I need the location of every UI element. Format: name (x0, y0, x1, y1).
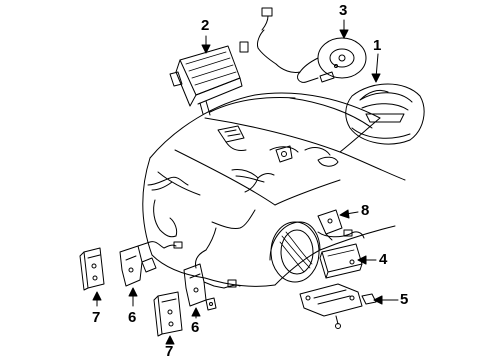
callout-8: 8 (361, 202, 370, 219)
wiring-harness (147, 125, 293, 269)
left-sensor-bracket (79, 247, 105, 291)
rear-sensor-bracket (317, 209, 365, 241)
left-crash-sensor (119, 241, 183, 287)
callout-7-right: 7 (165, 343, 174, 360)
callout-6-right: 6 (191, 319, 200, 336)
callout-3: 3 (339, 2, 348, 19)
leader-lines (92, 19, 399, 345)
right-sensor-bracket (153, 291, 183, 337)
diagnostic-module-shape (319, 243, 363, 279)
vehicle-outline (142, 89, 406, 287)
right-crash-sensor (183, 263, 241, 311)
callout-2: 2 (201, 17, 210, 34)
driver-airbag-module (345, 83, 425, 145)
passenger-airbag-module (169, 41, 249, 116)
callout-1: 1 (373, 37, 382, 54)
callout-7-left: 7 (92, 309, 101, 326)
clock-spring (257, 7, 367, 83)
callout-5: 5 (400, 291, 409, 308)
callout-4: 4 (379, 251, 388, 268)
module-bracket-shape (299, 283, 377, 329)
callout-6-left: 6 (128, 309, 137, 326)
